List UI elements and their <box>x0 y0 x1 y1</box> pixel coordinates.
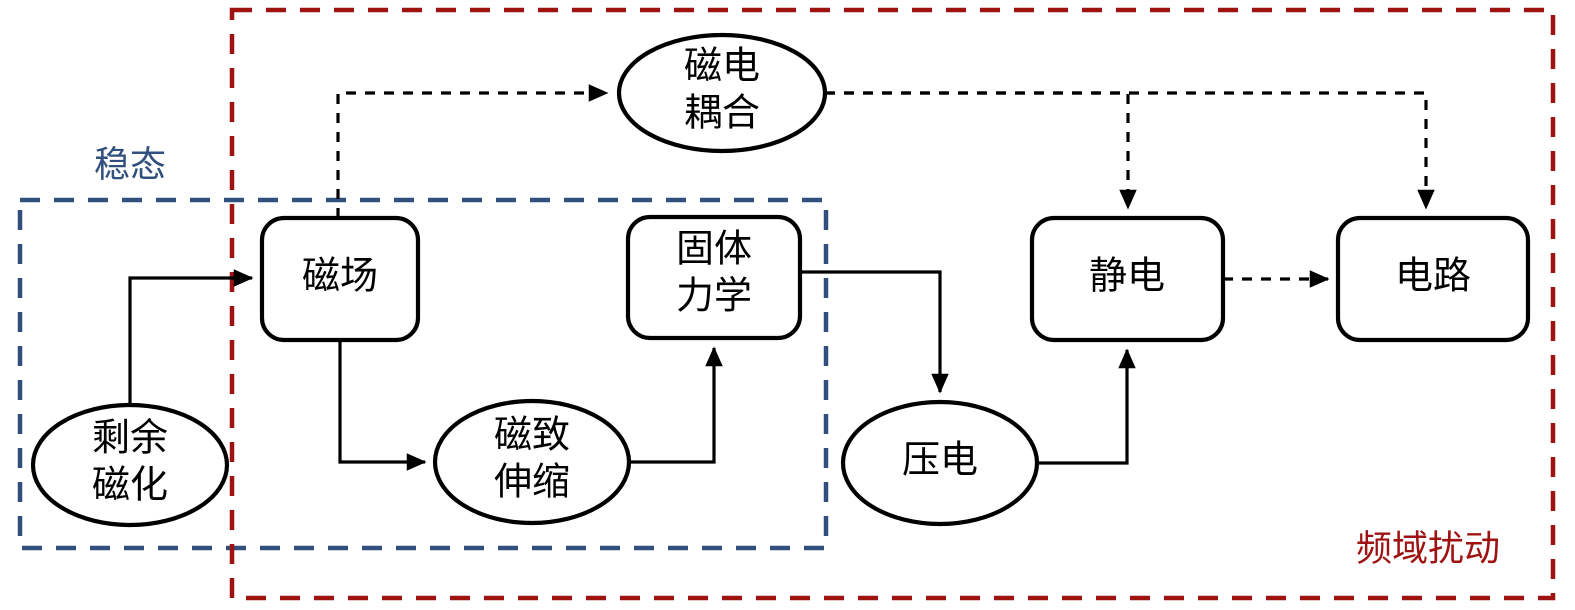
node-magnetic-field[interactable]: 磁场 <box>259 215 421 343</box>
node-magnetoelectric-coupling[interactable]: 磁电 耦合 <box>616 32 828 154</box>
edge-group <box>128 84 1435 471</box>
node-circuit[interactable]: 电路 <box>1335 215 1531 343</box>
node-magnetostriction-label-line1: 磁致 <box>494 415 570 457</box>
node-electrostatics-label: 静电 <box>1089 256 1165 298</box>
node-magnetoelectric-coupling-label-line2: 耦合 <box>684 93 760 135</box>
edge-solid-mechanics-to-piezoelectric <box>800 270 949 394</box>
edge-magnetic-field-to-magnetoelectric-coupling <box>336 84 609 218</box>
edge-magnetic-field-to-magnetostriction <box>338 340 427 471</box>
node-electrostatics-shape <box>1029 215 1226 343</box>
node-circuit-shape <box>1335 215 1531 343</box>
region-frequency-domain-box <box>229 7 1556 601</box>
node-electrostatics[interactable]: 静电 <box>1029 215 1226 343</box>
edge-piezoelectric-to-electrostatics <box>1037 348 1136 465</box>
node-magnetoelectric-coupling-shape <box>616 32 828 154</box>
edge-magnetoelectric-coupling-to-electrostatics <box>825 91 1137 210</box>
node-residual-magnetization[interactable]: 剩余 磁化 <box>30 402 230 528</box>
node-piezoelectric-shape <box>840 399 1040 527</box>
node-solid-mechanics-label-line1: 固体 <box>676 229 752 271</box>
region-steady-state-label: 稳态 <box>94 144 166 184</box>
node-residual-magnetization-label-line2: 磁化 <box>92 465 168 507</box>
node-piezoelectric-label: 压电 <box>902 440 978 482</box>
node-residual-magnetization-label-line1: 剩余 <box>92 418 168 460</box>
node-residual-magnetization-shape <box>30 402 230 528</box>
node-piezoelectric[interactable]: 压电 <box>840 399 1040 527</box>
edge-magnetoelectric-coupling-to-circuit <box>825 91 1435 210</box>
node-group: 磁电 耦合 磁场 固体 力学 静电 电路 <box>30 32 1531 528</box>
edge-magnetostriction-to-solid-mechanics <box>629 346 723 464</box>
node-magnetostriction-shape <box>432 398 632 526</box>
node-solid-mechanics[interactable]: 固体 力学 <box>625 214 803 341</box>
region-frequency-domain-label: 频域扰动 <box>1356 528 1500 568</box>
edge-residual-magnetization-to-magnetic-field <box>128 269 254 405</box>
node-magnetostriction-label-line2: 伸缩 <box>494 462 570 504</box>
node-magnetostriction[interactable]: 磁致 伸缩 <box>432 398 632 526</box>
node-magnetic-field-label: 磁场 <box>302 256 378 298</box>
node-magnetoelectric-coupling-label-line1: 磁电 <box>684 46 760 88</box>
node-magnetic-field-shape <box>259 215 421 343</box>
node-circuit-label: 电路 <box>1395 256 1471 298</box>
region-group: 稳态 频域扰动 <box>17 7 1556 601</box>
node-solid-mechanics-shape <box>625 214 803 341</box>
node-solid-mechanics-label-line2: 力学 <box>676 276 752 318</box>
